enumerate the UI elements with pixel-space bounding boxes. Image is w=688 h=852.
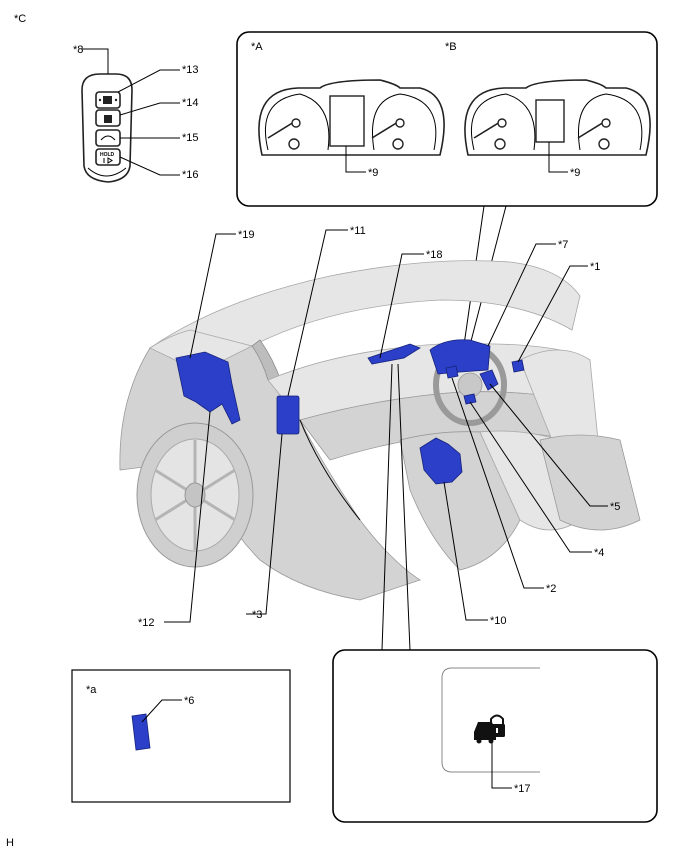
combination-meter-b-icon — [464, 79, 651, 156]
callout-8: *8 — [73, 44, 83, 56]
vehicle-interior-illustration — [119, 260, 641, 601]
callout-11: *11 — [350, 225, 366, 237]
callout-10: *10 — [490, 615, 507, 627]
trunk-button — [95, 129, 121, 147]
component-19 — [175, 351, 241, 425]
combination-meter-a-icon — [258, 79, 445, 156]
callout-4: *4 — [594, 547, 604, 559]
component-18 — [367, 343, 421, 365]
callout-2: *2 — [546, 583, 556, 595]
component-5 — [479, 369, 499, 391]
component-7-combination-meter — [429, 339, 491, 375]
component-10 — [419, 437, 463, 485]
callout-3: *3 — [252, 609, 262, 621]
callout-16: *16 — [182, 169, 199, 181]
meter-label-b: *B — [445, 41, 457, 53]
view-label-c: *C — [14, 13, 26, 25]
meter-inset: *A *B *9 — [236, 31, 658, 207]
callout-12: *12 — [138, 617, 155, 629]
callout-9-b: *9 — [570, 167, 580, 179]
component-4 — [463, 393, 477, 405]
smart-key-icon: HOLD — [81, 73, 133, 183]
component-11 — [276, 395, 300, 435]
callout-13: *13 — [182, 64, 199, 76]
component-2 — [445, 365, 459, 379]
lock-button — [95, 91, 121, 109]
callout-19: *19 — [238, 229, 255, 241]
indicator-inset: *17 — [332, 649, 658, 823]
figure-code: H — [6, 837, 14, 849]
callout-1: *1 — [590, 261, 600, 273]
callout-15: *15 — [182, 132, 199, 144]
security-indicator-icon — [474, 714, 505, 744]
callout-14: *14 — [182, 97, 199, 109]
callout-5: *5 — [610, 501, 620, 513]
callout-9-a: *9 — [368, 167, 378, 179]
callout-18: *18 — [426, 249, 443, 261]
callout-6: *6 — [184, 695, 194, 707]
inset-a-label: *a — [86, 684, 97, 696]
unlock-button — [95, 109, 121, 127]
hold-label: HOLD — [100, 152, 115, 158]
component-6 — [131, 713, 151, 751]
meter-label-a: *A — [251, 41, 263, 53]
callout-7: *7 — [558, 239, 568, 251]
inset-a: *a *6 — [71, 669, 291, 803]
callout-17: *17 — [514, 783, 531, 795]
